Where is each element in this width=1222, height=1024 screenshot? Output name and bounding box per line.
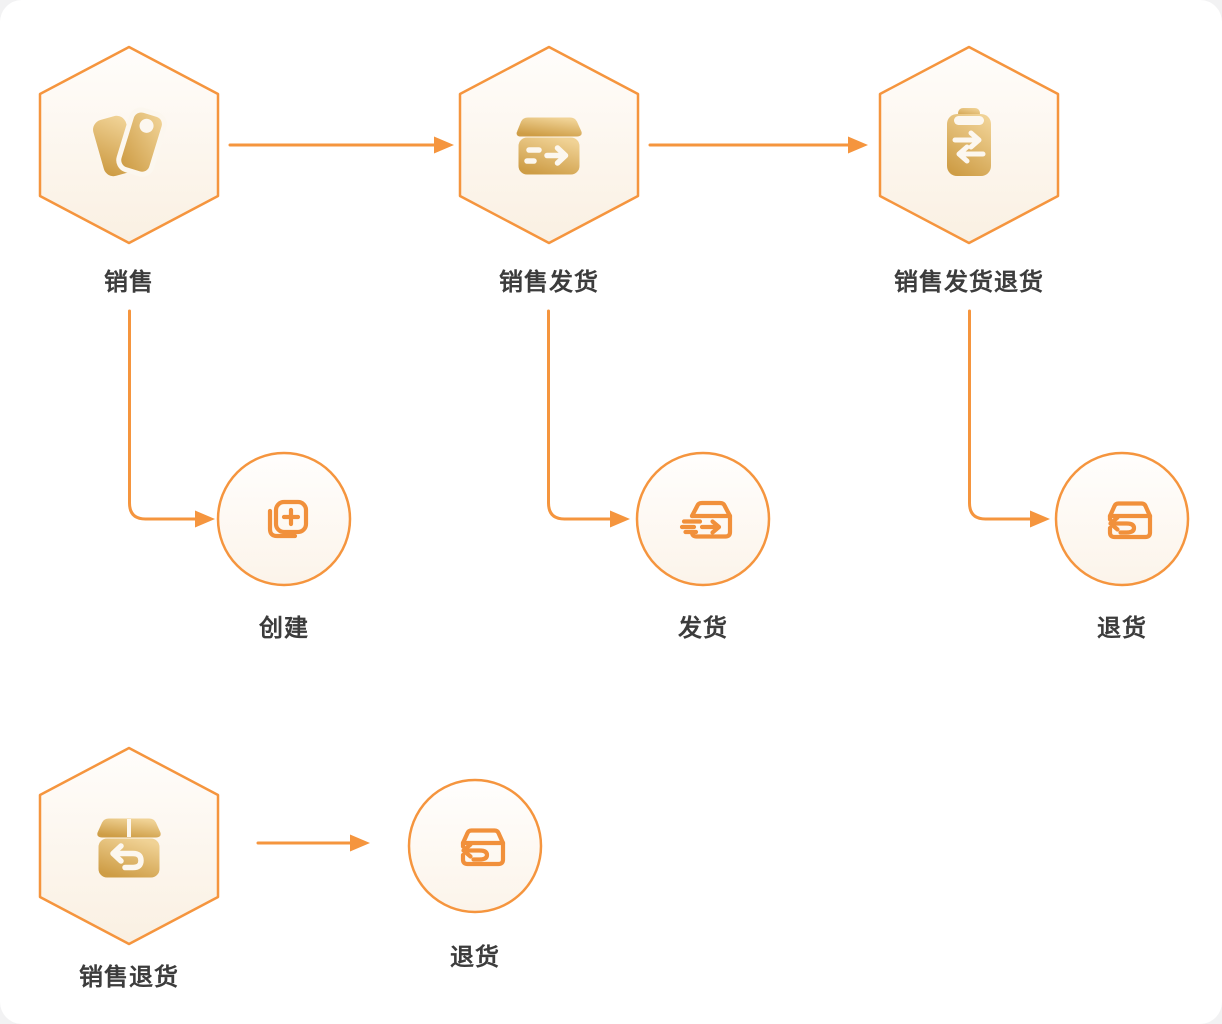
node-sales [38, 45, 220, 245]
arrow-sales-to-create [128, 309, 199, 521]
arrowhead [195, 510, 215, 528]
node-sales-return [38, 746, 220, 946]
node-return-action-top-label: 退货 [1097, 615, 1147, 642]
arrowhead [434, 136, 454, 154]
arrowhead [848, 136, 868, 154]
arrowhead [1030, 510, 1050, 528]
node-deliver-action-label: 发货 [678, 615, 728, 642]
node-return-action-bottom-label: 退货 [450, 944, 500, 971]
node-sales-label: 销售 [104, 269, 154, 296]
deliver-box-outline-icon [679, 500, 733, 539]
clipboard-transfer-icon [947, 108, 991, 176]
node-create-action-label: 创建 [259, 615, 309, 642]
return-box-outline-icon [1107, 501, 1153, 540]
node-sales-delivery-return [878, 45, 1060, 245]
node-return-action-bottom [407, 778, 543, 914]
node-sales-delivery-return-label: 销售发货退货 [894, 269, 1044, 296]
node-sales-delivery-label: 销售发货 [499, 269, 599, 296]
node-create-action [216, 451, 352, 587]
node-sales-delivery [458, 45, 640, 245]
create-plus-icon [267, 499, 309, 539]
arrow-delivery-to-deliver [547, 309, 614, 521]
arrowhead [610, 510, 630, 528]
return-box-filled-icon [97, 818, 161, 878]
arrowhead [350, 834, 370, 852]
arrow-delivery-return-to-return [968, 309, 1034, 521]
return-box-outline-icon [460, 828, 506, 867]
price-tags-icon [93, 107, 167, 177]
node-sales-return-label: 销售退货 [79, 964, 179, 991]
node-return-action-top [1054, 451, 1190, 587]
node-deliver-action [635, 451, 771, 587]
delivery-box-icon [516, 117, 582, 175]
